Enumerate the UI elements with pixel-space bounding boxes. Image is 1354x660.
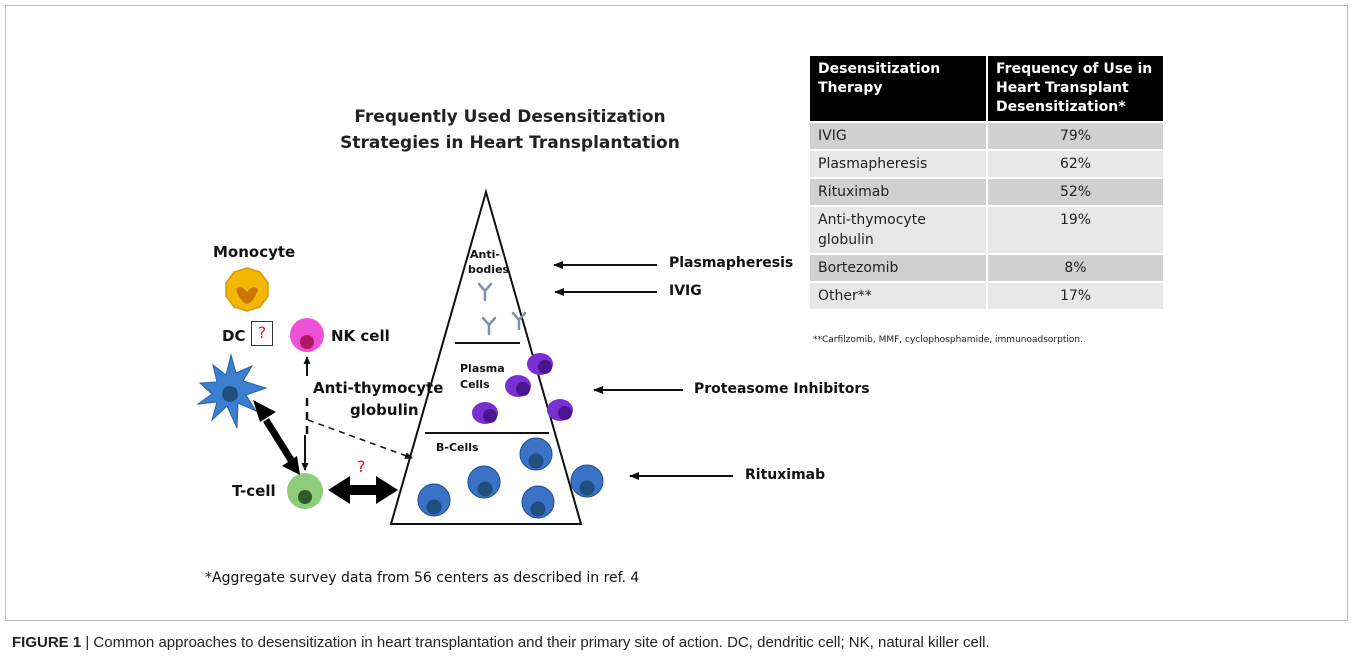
- table-cell-frequency: 19%: [987, 205, 1163, 254]
- table-cell-therapy: Plasmapheresis: [810, 149, 988, 178]
- atg-to-bcell-arrow: [307, 419, 413, 459]
- plasmapheresis-label: Plasmapheresis: [669, 255, 794, 271]
- table-row: Rituximab 52%: [810, 177, 1163, 206]
- table-row: Plasmapheresis 62%: [810, 149, 1163, 178]
- table-cell-frequency: 52%: [987, 177, 1163, 206]
- table-cell-therapy: Bortezomib: [810, 253, 988, 282]
- proteasome-inhibitors-label: Proteasome Inhibitors: [694, 381, 870, 397]
- table-footnote: **Carfilzomib, MMF, cyclophosphamide, im…: [813, 335, 1083, 345]
- table-row: Bortezomib 8%: [810, 253, 1163, 282]
- table-cell-frequency: 62%: [987, 149, 1163, 178]
- dc-label: DC: [222, 327, 246, 345]
- table-cell-therapy: Rituximab: [810, 177, 988, 206]
- table-cell-frequency: 17%: [987, 281, 1163, 309]
- survey-footnote: *Aggregate survey data from 56 centers a…: [205, 570, 640, 586]
- plasma-cells-label-line2: Cells: [460, 378, 490, 391]
- plasma-cells-label-line1: Plasma: [460, 362, 505, 375]
- rituximab-label: Rituximab: [745, 467, 826, 483]
- diagram-title-line2: Strategies in Heart Transplantation: [340, 133, 680, 153]
- table-row: Other** 17%: [810, 281, 1163, 309]
- table-header-frequency: Frequency of Use in Heart Transplant Des…: [987, 56, 1163, 122]
- caption-text: Common approaches to desensitization in …: [93, 634, 990, 651]
- plasma-cell-icon: [472, 353, 573, 424]
- table-header-therapy: Desensitization Therapy: [810, 56, 988, 122]
- table-row: Anti-thymocyte globulin 19%: [810, 205, 1163, 254]
- tcell-bcell-question-mark: ?: [357, 457, 366, 476]
- dc-question-mark: ?: [251, 321, 273, 346]
- t-cell-label: T-cell: [232, 482, 276, 500]
- antibody-icon: [477, 282, 527, 336]
- ivig-label: IVIG: [669, 283, 702, 299]
- table-cell-frequency: 79%: [987, 121, 1163, 150]
- caption-separator: |: [81, 634, 94, 651]
- table-row: IVIG 79%: [810, 121, 1163, 150]
- diagram-title-line1: Frequently Used Desensitization: [354, 107, 666, 127]
- figure-frame: [5, 5, 1348, 621]
- antibodies-label-line1: Anti-: [470, 248, 500, 261]
- table-cell-therapy: Anti-thymocyte globulin: [810, 205, 988, 254]
- tcell-bcell-double-arrow: [328, 476, 398, 504]
- b-cell-icon: [417, 437, 604, 519]
- monocyte-label: Monocyte: [213, 243, 296, 261]
- nk-cell-icon: [290, 318, 324, 352]
- t-cell-icon: [287, 473, 323, 509]
- frequency-table: Desensitization Therapy Frequency of Use…: [810, 56, 1163, 309]
- table-cell-therapy: Other**: [810, 281, 988, 309]
- figure-caption: FIGURE 1 | Common approaches to desensit…: [12, 634, 990, 651]
- nk-cell-label: NK cell: [331, 327, 390, 345]
- monocyte-icon: [225, 267, 269, 312]
- atg-label-line1: Anti-thymocyte: [313, 379, 444, 397]
- table-cell-therapy: IVIG: [810, 121, 988, 150]
- b-cells-label: B-Cells: [436, 441, 479, 454]
- diagram-title: Frequently Used Desensitization Strategi…: [330, 104, 690, 156]
- dc-tcell-double-arrow: [253, 400, 300, 475]
- table-cell-frequency: 8%: [987, 253, 1163, 282]
- atg-label-line2: globulin: [350, 401, 419, 419]
- dendritic-cell-icon: [196, 353, 268, 429]
- figure-label: FIGURE 1: [12, 634, 82, 651]
- antibodies-label-line2: bodies: [468, 263, 510, 276]
